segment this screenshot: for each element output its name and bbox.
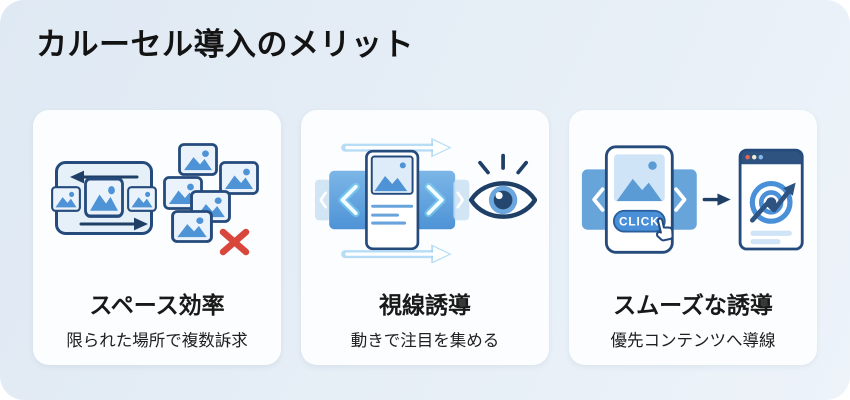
smooth-guidance-illustration: CLICK <box>580 124 806 276</box>
gaze-guidance-illustration <box>313 124 537 276</box>
red-x-icon <box>219 228 250 256</box>
chevron-right-icon <box>674 186 687 212</box>
card-gaze-guidance: 視線誘導 動きで注目を集める <box>301 110 549 365</box>
eye-icon <box>468 153 537 219</box>
photo-clutter-icon <box>163 143 259 256</box>
slide-panel-left <box>329 170 372 230</box>
card-title: 視線誘導 <box>379 292 471 318</box>
carousel-card-icon: CLICK <box>604 144 674 254</box>
right-arrow-icon <box>702 193 731 206</box>
card-subtitle: 動きで注目を集める <box>350 332 500 350</box>
card-title: スペース効率 <box>89 292 225 318</box>
chevron-left-glow-icon <box>338 182 360 218</box>
card-smooth-guidance: CLICK <box>569 110 817 365</box>
browser-window-icon <box>738 148 804 250</box>
faded-slide-left <box>314 179 331 221</box>
click-button: CLICK <box>612 209 666 233</box>
card-space-efficiency: スペース効率 限られた場所で複数訴求 <box>33 110 281 365</box>
cards-row: スペース効率 限られた場所で複数訴求 <box>33 110 817 365</box>
carousel-frame-icon <box>51 161 157 235</box>
motion-arrow-bottom-icon <box>341 244 452 263</box>
cursor-hand-icon <box>655 217 674 241</box>
chevron-right-small-icon <box>456 191 465 209</box>
card-title: スムーズな誘導 <box>613 292 773 318</box>
card-subtitle: 限られた場所で複数訴求 <box>66 332 248 350</box>
click-button-label: CLICK <box>619 215 660 228</box>
slide-left-arrow-icon <box>70 170 139 184</box>
target-growth-icon <box>749 180 796 224</box>
page-title: カルーセル導入のメリット <box>36 27 414 62</box>
card-subtitle: 優先コンテンツへ導線 <box>610 332 776 350</box>
sliding-carousel-eye-icon <box>314 137 537 263</box>
text-lines <box>371 204 414 225</box>
carousel-card-icon <box>365 149 420 251</box>
motion-arrow-top-icon <box>341 137 452 158</box>
chevron-left-icon <box>592 186 605 212</box>
slide-panel-right <box>412 170 456 230</box>
chevron-left-small-icon <box>319 191 327 209</box>
slide-right-arrow-icon <box>79 217 148 231</box>
text-lines <box>750 230 792 244</box>
carousel-click-browser-icon: CLICK <box>581 144 804 254</box>
chevron-right-glow-icon <box>424 182 446 218</box>
space-efficiency-illustration <box>51 124 263 276</box>
carousel-vs-clutter-icon <box>51 143 259 256</box>
